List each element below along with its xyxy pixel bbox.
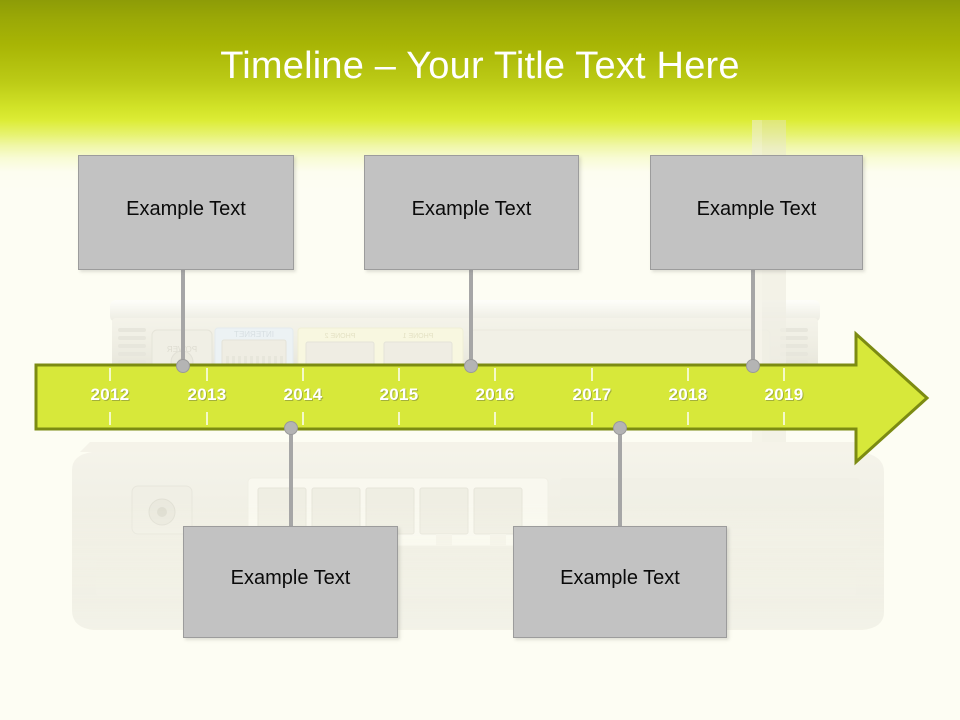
year-label-2018[interactable]: 2018 [668, 385, 708, 404]
page-title: Timeline – Your Title Text Here [220, 45, 740, 87]
year-label-2014[interactable]: 2014 [283, 385, 323, 404]
callout-text-1: Example Text [126, 198, 246, 220]
connector-dot-2014 [284, 421, 298, 435]
year-tick-bottom-2019 [783, 412, 785, 425]
connector-line-2016 [469, 270, 473, 366]
year-tick-top-2014 [302, 368, 304, 381]
year-tick-top-2016 [494, 368, 496, 381]
year-label-2015[interactable]: 2015 [379, 385, 419, 404]
year-tick-bottom-2015 [398, 412, 400, 425]
connector-line-2014 [289, 428, 293, 526]
year-tick-top-2019 [783, 368, 785, 381]
connector-dot-2019 [746, 359, 760, 373]
year-tick-bottom-2014 [302, 412, 304, 425]
callout-text-4: Example Text [230, 567, 351, 589]
callout-box-2[interactable]: Example Text [364, 155, 579, 270]
connector-line-2013 [181, 270, 185, 366]
callout-text-3: Example Text [696, 198, 817, 220]
connector-dot-2016 [464, 359, 478, 373]
year-tick-bottom-2013 [206, 412, 208, 425]
connector-dot-2013 [176, 359, 190, 373]
year-tick-bottom-2016 [494, 412, 496, 425]
year-tick-top-2012 [109, 368, 111, 381]
year-tick-top-2017 [591, 368, 593, 381]
callout-box-4[interactable]: Example Text [183, 526, 398, 638]
timeline-arrow [34, 330, 930, 466]
callout-box-3[interactable]: Example Text [650, 155, 863, 270]
year-tick-top-2015 [398, 368, 400, 381]
callout-text-2: Example Text [411, 198, 532, 220]
callout-box-5[interactable]: Example Text [513, 526, 727, 638]
connector-line-2019 [751, 270, 755, 366]
year-tick-bottom-2012 [109, 412, 111, 425]
connector-line-2017 [618, 428, 622, 526]
year-label-2019[interactable]: 2019 [764, 385, 804, 404]
year-label-2012[interactable]: 2012 [90, 385, 130, 404]
year-label-2016[interactable]: 2016 [475, 385, 515, 404]
year-label-2017[interactable]: 2017 [572, 385, 612, 404]
year-label-2013[interactable]: 2013 [187, 385, 227, 404]
year-tick-bottom-2018 [687, 412, 689, 425]
callout-box-1[interactable]: Example Text [78, 155, 294, 270]
year-tick-top-2013 [206, 368, 208, 381]
connector-dot-2017 [613, 421, 627, 435]
year-tick-bottom-2017 [591, 412, 593, 425]
callout-text-5: Example Text [560, 567, 680, 589]
year-tick-top-2018 [687, 368, 689, 381]
